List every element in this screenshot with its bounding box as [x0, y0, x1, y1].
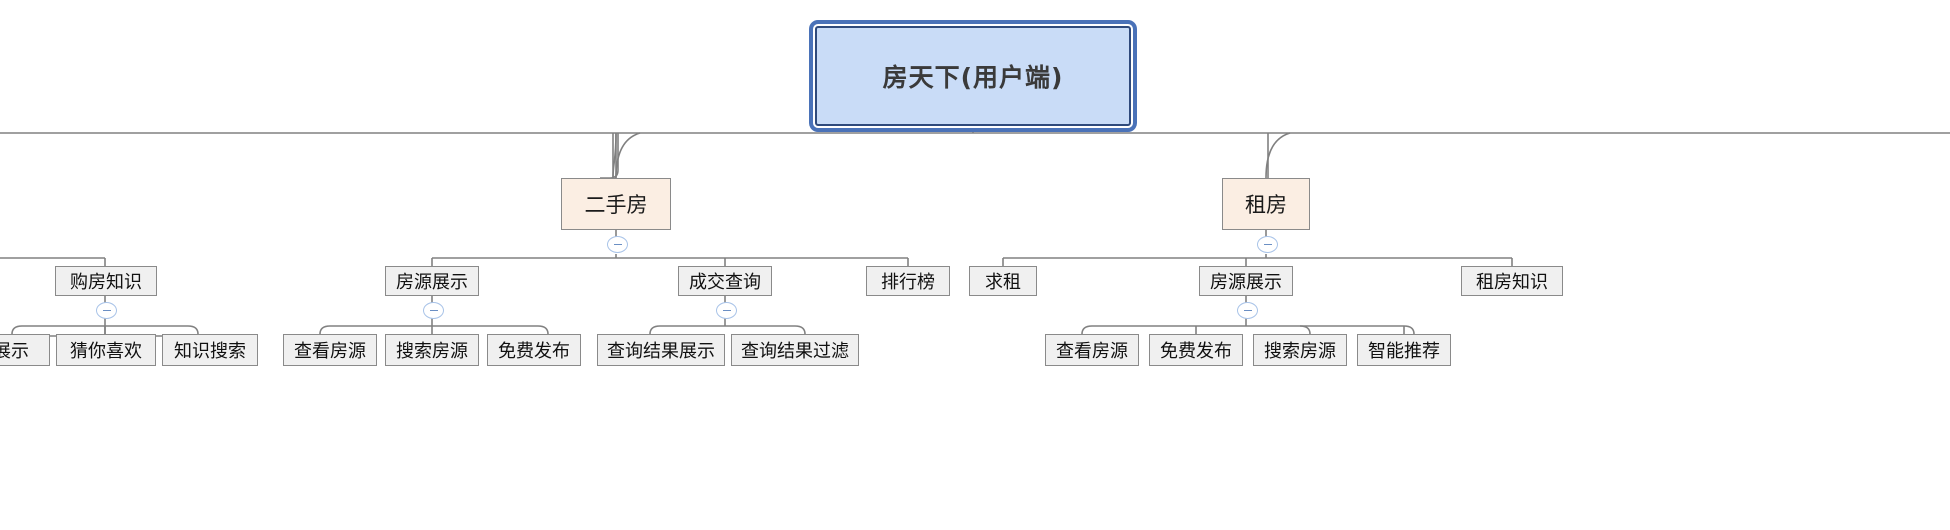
- node-fangyuanzhanshi-zufang[interactable]: 房源展示: [1199, 266, 1293, 296]
- node-label: 房源展示: [396, 272, 468, 293]
- leaf-node-label: 智能推荐: [1368, 341, 1440, 362]
- root-node-fangtianxia[interactable]: 房天下(用户端): [809, 20, 1137, 132]
- category-node-ershoufang[interactable]: 二手房: [561, 178, 671, 230]
- leaf-node-zhishisousuo[interactable]: 知识搜索: [162, 334, 258, 366]
- minus-icon: [429, 309, 438, 312]
- leaf-node-chakanfangyuan-zufang[interactable]: 查看房源: [1045, 334, 1139, 366]
- collapse-toggle-zufang[interactable]: [1257, 236, 1278, 253]
- node-label: 成交查询: [689, 272, 761, 293]
- category-node-zufang[interactable]: 租房: [1222, 178, 1310, 230]
- leaf-node-label: 查看房源: [1056, 341, 1128, 362]
- collapse-toggle-chengjiaochaxun[interactable]: [716, 302, 737, 319]
- leaf-node-sousuofangyuan-zufang[interactable]: 搜索房源: [1253, 334, 1347, 366]
- leaf-node-label: 搜索房源: [1264, 341, 1336, 362]
- collapse-toggle-fangyuanzhanshi-zufang[interactable]: [1237, 302, 1258, 319]
- leaf-node-label: 展示: [0, 341, 29, 362]
- leaf-node-label: 知识搜索: [174, 341, 246, 362]
- collapse-toggle-ershoufang[interactable]: [607, 236, 628, 253]
- root-node-label: 房天下(用户端): [882, 63, 1064, 92]
- category-node-label: 二手房: [584, 193, 648, 217]
- leaf-node-label: 免费发布: [498, 341, 570, 362]
- minus-icon: [722, 309, 731, 312]
- node-goufangzhishi[interactable]: 购房知识: [55, 266, 157, 296]
- leaf-node-label: 查看房源: [294, 341, 366, 362]
- minus-icon: [613, 243, 622, 246]
- leaf-node-chakanfangyuan-ershou[interactable]: 查看房源: [283, 334, 377, 366]
- node-paihangbang[interactable]: 排行榜: [866, 266, 950, 296]
- node-zufangzhishi[interactable]: 租房知识: [1461, 266, 1563, 296]
- node-label: 租房知识: [1476, 272, 1548, 293]
- leaf-node-label: 查询结果展示: [607, 341, 715, 362]
- node-label: 购房知识: [70, 272, 142, 293]
- minus-icon: [1243, 309, 1252, 312]
- collapse-toggle-goufangzhishi[interactable]: [96, 302, 117, 319]
- leaf-node-sousuofangyuan-ershou[interactable]: 搜索房源: [385, 334, 479, 366]
- leaf-node-cainixihuan[interactable]: 猜你喜欢: [56, 334, 156, 366]
- node-label: 房源展示: [1210, 272, 1282, 293]
- leaf-node-label: 搜索房源: [396, 341, 468, 362]
- leaf-node-chaxunjieguoguolv[interactable]: 查询结果过滤: [731, 334, 859, 366]
- leaf-node-zhanshi[interactable]: 展示: [0, 334, 50, 366]
- leaf-node-label: 查询结果过滤: [741, 341, 849, 362]
- node-fangyuanzhanshi-ershou[interactable]: 房源展示: [385, 266, 479, 296]
- leaf-node-label: 猜你喜欢: [70, 341, 142, 362]
- leaf-node-mianfeifabu-zufang[interactable]: 免费发布: [1149, 334, 1243, 366]
- leaf-node-mianfeifabu-ershou[interactable]: 免费发布: [487, 334, 581, 366]
- node-label: 求租: [985, 272, 1021, 293]
- node-chengjiaochaxun[interactable]: 成交查询: [678, 266, 772, 296]
- minus-icon: [102, 309, 111, 312]
- node-label: 排行榜: [881, 272, 935, 293]
- leaf-node-label: 免费发布: [1160, 341, 1232, 362]
- minus-icon: [1263, 243, 1272, 246]
- category-node-label: 租房: [1245, 193, 1287, 217]
- leaf-node-chaxunjieguozhanshi[interactable]: 查询结果展示: [597, 334, 725, 366]
- node-qiuzu[interactable]: 求租: [969, 266, 1037, 296]
- leaf-node-zhinengtuijian[interactable]: 智能推荐: [1357, 334, 1451, 366]
- collapse-toggle-fangyuanzhanshi-ershou[interactable]: [423, 302, 444, 319]
